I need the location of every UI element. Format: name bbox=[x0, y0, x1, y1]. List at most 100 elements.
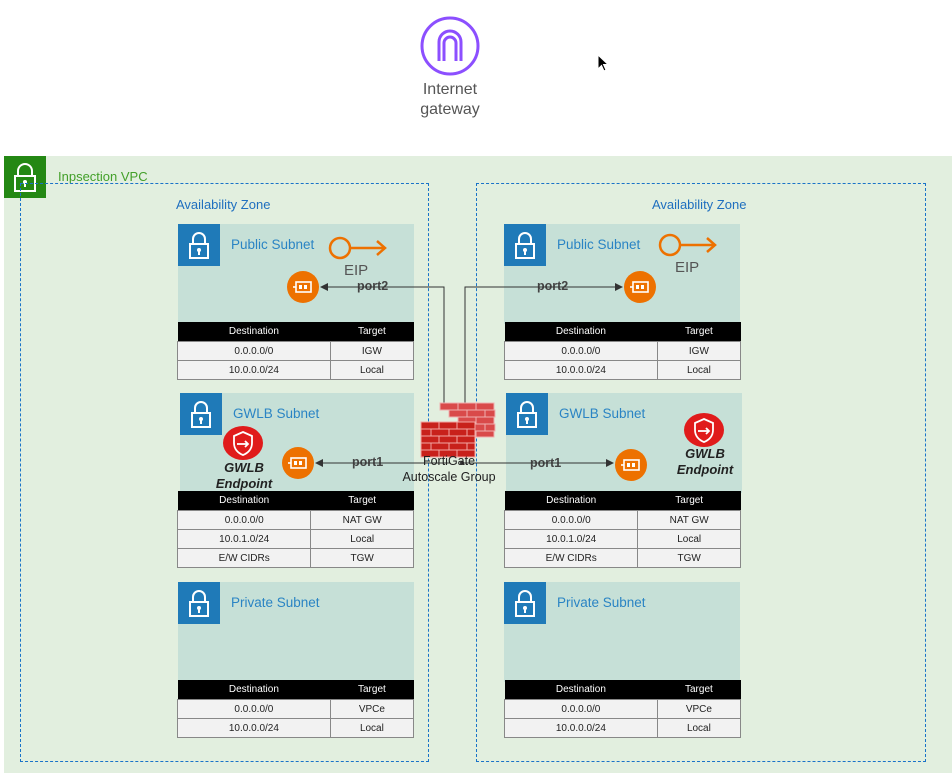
vpc-lock-icon bbox=[4, 156, 46, 198]
right-private-subnet-lock-icon bbox=[504, 582, 546, 624]
cell: 10.0.0.0/24 bbox=[177, 360, 331, 380]
left-gwlb-endpoint-label: GWLB Endpoint bbox=[210, 460, 278, 492]
fortigate-label-line1: FortiGate bbox=[422, 454, 476, 468]
cell: Local bbox=[329, 360, 415, 380]
mouse-cursor-icon bbox=[597, 54, 609, 72]
cell: 10.0.0.0/24 bbox=[504, 718, 658, 738]
cell: 0.0.0.0/0 bbox=[177, 699, 331, 719]
right-gwlb-subnet-lock-icon bbox=[506, 393, 548, 435]
left-port2-label: port2 bbox=[357, 279, 389, 293]
cell: IGW bbox=[656, 341, 742, 361]
header-target: Target bbox=[310, 491, 414, 511]
vpc-label: Inpsection VPC bbox=[58, 169, 148, 184]
cell: TGW bbox=[310, 548, 414, 568]
cell: 10.0.1.0/24 bbox=[503, 529, 639, 549]
az-right-label: Availability Zone bbox=[652, 197, 747, 212]
az-left-label: Availability Zone bbox=[176, 197, 271, 212]
cell: IGW bbox=[329, 341, 415, 361]
header-target: Target bbox=[657, 680, 741, 700]
cell: 0.0.0.0/0 bbox=[503, 510, 639, 530]
cell: VPCe bbox=[656, 699, 742, 719]
left-gwlb-subnet-lock-icon bbox=[180, 393, 222, 435]
igw-label-line2: gateway bbox=[420, 101, 480, 118]
fortigate-label: FortiGate Autoscale Group bbox=[392, 453, 506, 485]
header-destination: Destination bbox=[504, 680, 658, 700]
igw-label-line1: Internet bbox=[422, 81, 478, 98]
cell: 0.0.0.0/0 bbox=[504, 341, 658, 361]
availability-zone-left bbox=[20, 183, 429, 762]
left-eip-label: EIP bbox=[344, 262, 369, 279]
right-port2-label: port2 bbox=[537, 279, 569, 293]
header-target: Target bbox=[657, 322, 741, 342]
left-port2-connector bbox=[320, 283, 445, 410]
right-gwlb-endpoint-line1: GWLB bbox=[685, 446, 725, 461]
cell: Local bbox=[656, 360, 742, 380]
cell: 10.0.1.0/24 bbox=[176, 529, 312, 549]
left-public-subnet-lock-icon bbox=[178, 224, 220, 266]
left-gwlb-endpoint-line1: GWLB bbox=[224, 460, 264, 475]
left-port1-eni-icon bbox=[282, 447, 314, 479]
right-gwlb-subnet-label: GWLB Subnet bbox=[559, 406, 646, 421]
left-eip-icon bbox=[328, 236, 387, 260]
header-destination: Destination bbox=[177, 491, 311, 511]
right-port2-eni-icon bbox=[624, 271, 656, 303]
right-gwlb-endpoint-label: GWLB Endpoint bbox=[671, 446, 739, 478]
cell: 0.0.0.0/0 bbox=[176, 510, 312, 530]
right-eip-label: EIP bbox=[675, 259, 700, 276]
header-destination: Destination bbox=[177, 322, 331, 342]
header-destination: Destination bbox=[177, 680, 331, 700]
cell: E/W CIDRs bbox=[176, 548, 312, 568]
cell: Local bbox=[329, 718, 415, 738]
right-gwlb-endpoint-line2: Endpoint bbox=[676, 462, 734, 477]
right-gwlb-endpoint-icon bbox=[684, 413, 724, 447]
right-port2-connector bbox=[464, 283, 623, 410]
right-port1-eni-icon bbox=[615, 449, 647, 481]
cell: Local bbox=[656, 718, 742, 738]
left-public-subnet-label: Public Subnet bbox=[231, 237, 315, 252]
left-private-subnet-lock-icon bbox=[178, 582, 220, 624]
left-private-subnet-label: Private Subnet bbox=[231, 595, 320, 610]
cell: VPCe bbox=[329, 699, 415, 719]
left-gwlb-endpoint-line2: Endpoint bbox=[215, 476, 273, 491]
cell: E/W CIDRs bbox=[503, 548, 639, 568]
header-destination: Destination bbox=[504, 322, 658, 342]
right-eip-icon bbox=[658, 233, 717, 257]
cell: NAT GW bbox=[637, 510, 741, 530]
availability-zone-right bbox=[476, 183, 926, 762]
header-destination: Destination bbox=[504, 491, 638, 511]
inspection-vpc bbox=[4, 156, 952, 773]
firewall-brick-icon bbox=[420, 402, 496, 458]
internet-gateway-icon bbox=[420, 16, 480, 76]
right-public-subnet-label: Public Subnet bbox=[557, 237, 641, 252]
igw-label: Internet gateway bbox=[400, 80, 500, 120]
left-port1-label: port1 bbox=[352, 455, 384, 469]
header-target: Target bbox=[330, 680, 414, 700]
left-gwlb-endpoint-icon bbox=[223, 426, 263, 460]
cell: TGW bbox=[637, 548, 741, 568]
cell: Local bbox=[637, 529, 741, 549]
right-private-subnet-label: Private Subnet bbox=[557, 595, 646, 610]
header-target: Target bbox=[637, 491, 741, 511]
